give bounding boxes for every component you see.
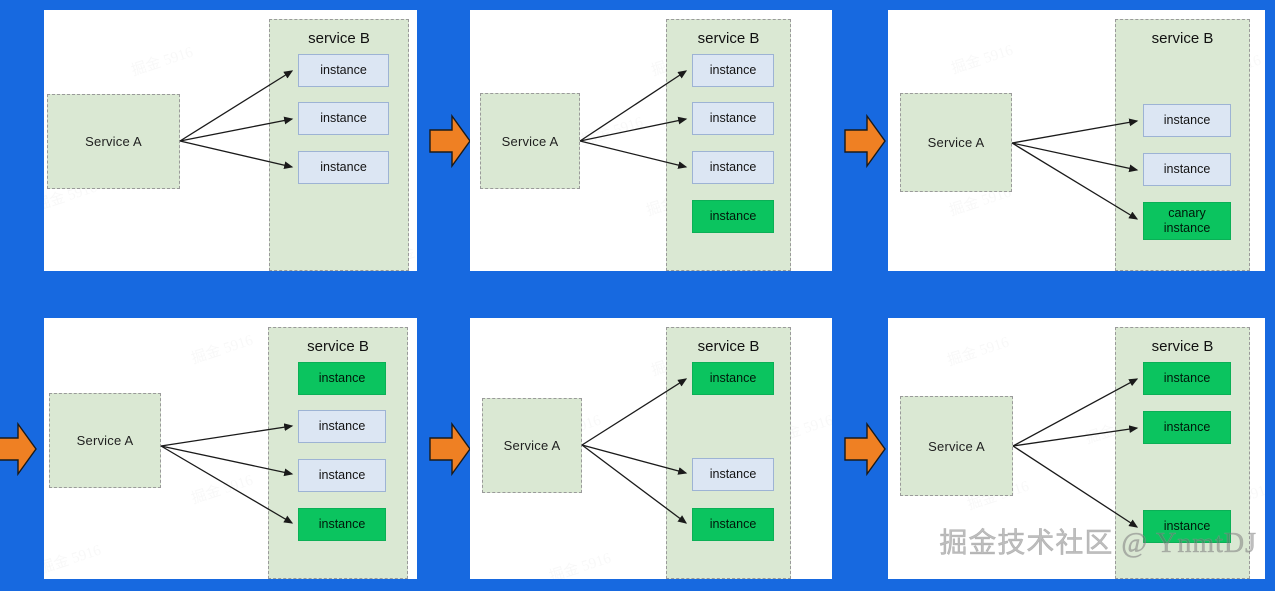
service-a-box[interactable]: Service A [482,398,582,493]
instance-box[interactable]: instance [692,102,774,135]
instance-box-canary[interactable]: canary instance [1143,202,1231,240]
instance-label: instance [320,111,367,125]
instance-box-new[interactable]: instance [692,362,774,395]
faint-watermark: 掘金 5916 [189,332,256,368]
instance-box[interactable]: instance [298,102,389,135]
panel-2: 掘金 5916 掘金 5916 掘金 5916 Service A servic… [470,10,832,271]
panel-6: 掘金 5916 掘金 5916 掘金 5916 掘金 5916 Service … [888,318,1265,579]
service-b-title: service B [697,30,760,47]
instance-label: instance [709,371,757,385]
faint-watermark: 掘金 5916 [189,472,256,508]
faint-watermark: 掘金 5916 [44,542,104,578]
service-a-box[interactable]: Service A [900,93,1012,192]
service-a-label: Service A [76,433,134,448]
panel-4: 掘金 5916 掘金 5916 掘金 5916 掘金 5916 Service … [44,318,417,579]
instance-label: instance [318,468,366,482]
instance-label: instance [318,517,366,531]
instance-label: instance [1163,162,1211,176]
instance-label: instance [1163,519,1211,533]
canary-label-line2: instance [1163,221,1211,235]
instance-label: instance [709,63,757,77]
instance-label: instance [320,63,367,77]
faint-watermark: 掘金 5916 [949,42,1016,78]
service-b-title: service B [697,338,760,355]
panel-3: 掘金 5916 掘金 5916 掘金 5916 Service A servic… [888,10,1265,271]
service-a-box[interactable]: Service A [47,94,180,189]
faint-watermark: 掘金 5916 [547,550,614,579]
service-b-title: service B [1151,30,1214,47]
instance-box-new[interactable]: instance [298,362,386,395]
instance-label: instance [709,467,757,481]
instance-box[interactable]: instance [298,410,386,443]
step-arrow-icon [844,113,886,169]
instance-box[interactable]: instance [692,151,774,184]
instance-box-new[interactable]: instance [692,200,774,233]
service-b-title: service B [308,30,370,47]
instance-label: instance [709,160,757,174]
service-b-title: service B [1151,338,1214,355]
instance-box[interactable]: instance [298,54,389,87]
instance-label: instance [709,209,757,223]
instance-box-new[interactable]: instance [1143,362,1231,395]
faint-watermark: 掘金 5916 [579,114,646,150]
service-a-label: Service A [928,438,985,454]
service-a-label: Service A [927,135,985,150]
service-a-box[interactable]: Service A [900,396,1013,496]
faint-watermark: 掘金 5916 [129,44,196,80]
instance-label: instance [1163,113,1211,127]
panel-5: 掘金 5916 掘金 5916 掘金 5916 掘金 5916 Service … [470,318,832,579]
instance-label: instance [709,517,757,531]
step-arrow-icon [429,421,471,477]
instance-label: instance [1163,420,1211,434]
instance-box-new[interactable]: instance [1143,411,1231,444]
service-a-label: Service A [501,133,559,149]
instance-label: instance [318,419,366,433]
instance-label: instance [1163,371,1211,385]
instance-box-new[interactable]: instance [298,508,386,541]
instance-box-new[interactable]: instance [692,508,774,541]
service-a-box[interactable]: Service A [480,93,580,189]
instance-label: instance [709,111,757,125]
instance-box[interactable]: instance [1143,104,1231,137]
step-arrow-icon [844,421,886,477]
canary-label-line1: canary [1168,206,1206,220]
service-b-title: service B [307,338,369,355]
author-watermark: 掘金技术社区 @ YnmtDJ [939,528,1257,560]
instance-box[interactable]: instance [692,54,774,87]
instance-box[interactable]: instance [298,151,389,184]
step-arrow-icon [0,421,37,477]
step-arrow-icon [429,113,471,169]
instance-label: instance [320,160,367,174]
service-a-label: Service A [503,438,561,453]
service-a-label: Service A [85,134,142,149]
instance-box-new[interactable]: instance [1143,510,1231,543]
instance-box[interactable]: instance [1143,153,1231,186]
instance-box[interactable]: instance [692,458,774,491]
panel-1: 掘金 5916 掘金 5916 掘金 5916 Service A servic… [44,10,417,271]
instance-label: instance [318,371,366,385]
instance-box[interactable]: instance [298,459,386,492]
faint-watermark: 掘金 5916 [945,334,1012,370]
service-a-box[interactable]: Service A [49,393,161,488]
